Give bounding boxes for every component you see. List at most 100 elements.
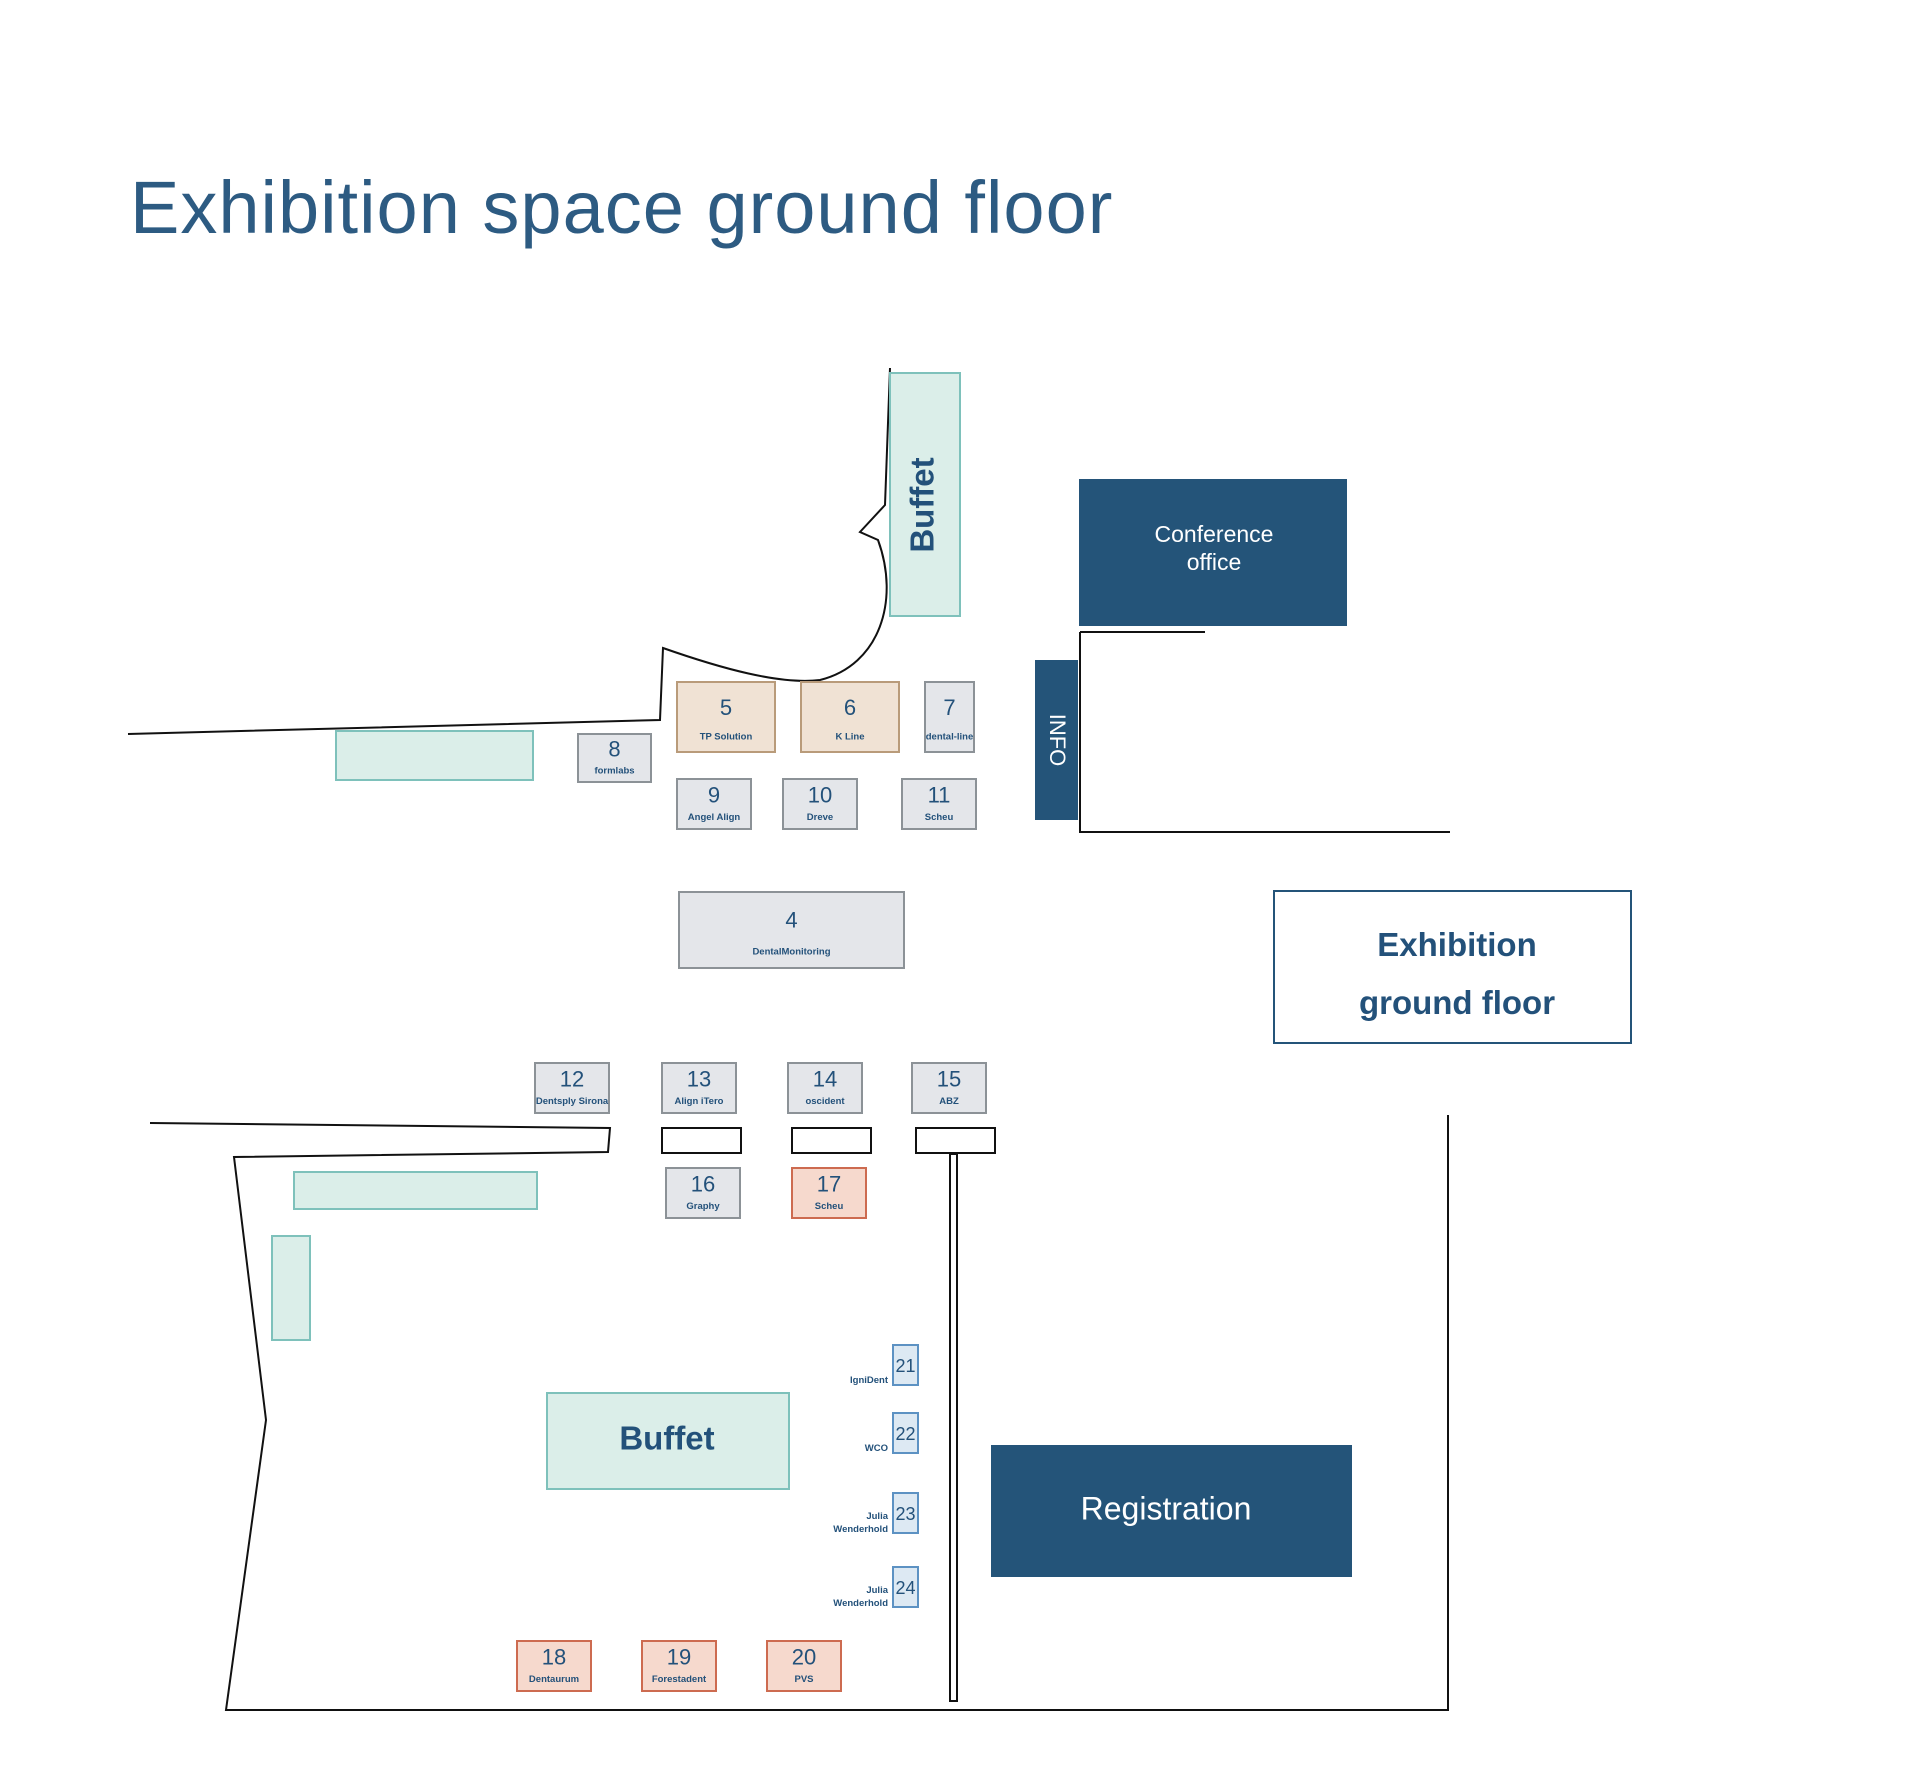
booth-number: 22 (895, 1424, 915, 1444)
booth-exhibitor: Forestadent (652, 1674, 707, 1685)
booth-7-box (924, 681, 975, 753)
wall-office-left (1079, 632, 1450, 833)
booth-exhibitor: Scheu (925, 812, 954, 823)
booth-number: 9 (708, 783, 720, 808)
booth-exhibitor: dental-line (926, 731, 974, 742)
booth-9-box (676, 778, 752, 830)
booth-exhibitor: Align iTero (675, 1096, 724, 1107)
exhibition-label-line2: ground floor (1359, 984, 1555, 1021)
buffet-bottom-label: Buffet (619, 1420, 714, 1457)
booth-exhibitor: PVS (794, 1674, 813, 1685)
booth-number: 19 (667, 1645, 691, 1670)
booth-number: 7 (943, 695, 955, 720)
wall-lower-divider (149, 1115, 1449, 1711)
booth-number: 6 (844, 695, 856, 720)
booth-number: 15 (937, 1067, 961, 1092)
counter-left-lower (293, 1171, 538, 1210)
registration-label: Registration (1081, 1490, 1252, 1526)
booth-19-box (641, 1640, 717, 1692)
registration-desk (991, 1445, 1352, 1577)
counter-13 (661, 1127, 742, 1154)
booth-24-box (892, 1566, 919, 1608)
booth-17-box (791, 1167, 867, 1219)
booth-number: 4 (785, 908, 797, 933)
booth-number: 18 (542, 1645, 566, 1670)
booth-exhibitor: TP Solution (700, 731, 753, 742)
page-title: Exhibition space ground floor (130, 166, 1114, 249)
booth-16-box (665, 1167, 741, 1219)
booth-exhibitor: formlabs (594, 765, 634, 776)
booth-8: 8 formlabs (577, 733, 652, 783)
corridor-partition (949, 1153, 958, 1702)
exhibition-label-line1: Exhibition (1377, 926, 1537, 963)
booth-number: 21 (895, 1356, 915, 1376)
conference-office-line1: Conference (1155, 521, 1274, 547)
booth-number: 10 (808, 783, 832, 808)
booth-exhibitor: Angel Align (688, 812, 741, 823)
booth-exhibitor: DentalMonitoring (752, 946, 830, 957)
info-desk (1035, 660, 1078, 820)
booth-number: 20 (792, 1645, 816, 1670)
buffet-top (889, 372, 961, 617)
info-label: INFO (1045, 714, 1070, 767)
booth-number: 12 (560, 1067, 584, 1092)
booth-number: 23 (895, 1504, 915, 1524)
booth-23-box (892, 1492, 919, 1534)
exhibition-label-box (1273, 890, 1632, 1044)
booth-5-box (676, 681, 776, 753)
counter-15 (915, 1127, 996, 1154)
booth-number: 11 (928, 783, 951, 808)
booth-number: 5 (720, 695, 732, 720)
booth-exhibitor: WCO (865, 1443, 888, 1454)
booth-18-box (516, 1640, 592, 1692)
booth-exhibitor: K Line (835, 731, 864, 742)
counter-14 (791, 1127, 872, 1154)
conference-office-line2: office (1187, 549, 1242, 575)
booth-8-box (577, 733, 652, 783)
buffet-top-label: Buffet (904, 457, 941, 552)
booth-4-box (678, 891, 905, 969)
booth-number: 8 (608, 737, 620, 762)
wall-upper-left (127, 367, 891, 735)
buffet-areas (271, 372, 961, 1490)
booth-exhibitor: IgniDent (850, 1375, 889, 1386)
booth-number: 13 (687, 1067, 711, 1092)
booth-7: 7 dental-line (924, 681, 975, 753)
booth-14-box (787, 1062, 863, 1114)
booth-21-box (892, 1344, 919, 1386)
buffet-bottom (546, 1392, 790, 1490)
booth-11-box (901, 778, 977, 830)
booth-exhibitor: oscident (805, 1096, 845, 1107)
booth-12-box (534, 1062, 610, 1114)
booth-10-box (782, 778, 858, 830)
booth-6: 6 K Line (800, 681, 900, 753)
walls (127, 367, 1450, 1711)
booth-5: 5 TP Solution (676, 681, 776, 753)
booth-6-box (800, 681, 900, 753)
booth-exhibitor: Scheu (815, 1201, 844, 1212)
booth-15-box (911, 1062, 987, 1114)
counter-left-vertical (271, 1235, 311, 1341)
booth-exhibitor: Dreve (807, 812, 833, 823)
